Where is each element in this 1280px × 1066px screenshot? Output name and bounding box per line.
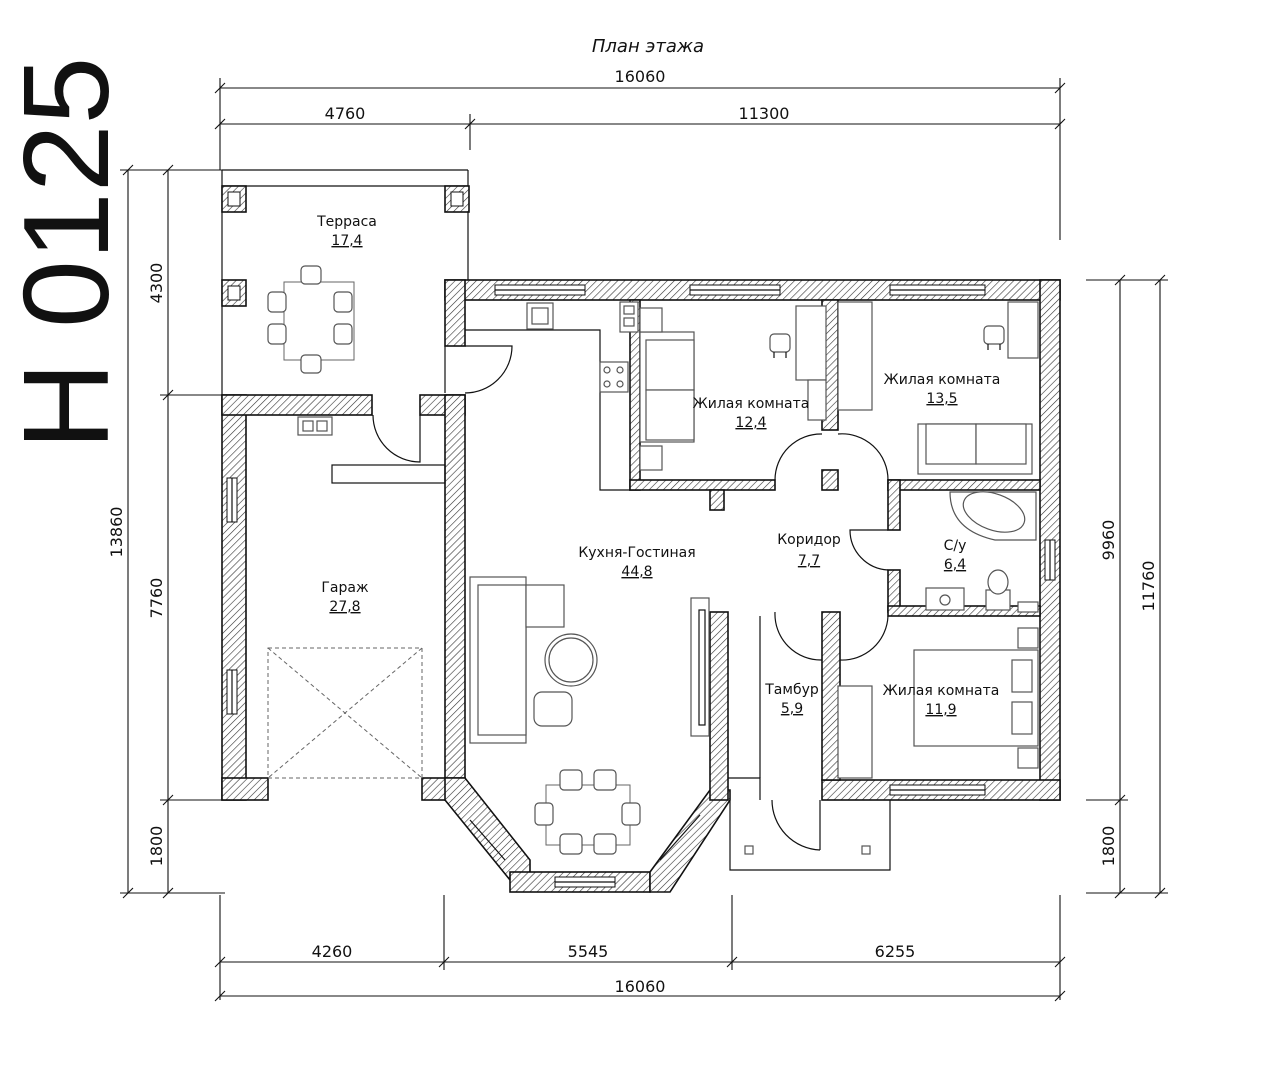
doors	[372, 345, 889, 851]
room-name-corridor: Коридор	[777, 532, 841, 548]
terrace-area	[221, 169, 470, 395]
room-area-living-room-3: 11,9	[925, 702, 956, 718]
room-name-vestibule: Тамбур	[764, 682, 819, 698]
room-area-terrace: 17,4	[331, 233, 362, 249]
room-area-living-room-1: 12,4	[735, 415, 766, 431]
living-room-3-furniture	[837, 627, 1039, 779]
living-room-1-furniture	[639, 305, 827, 471]
garage-details	[267, 416, 446, 779]
room-name-garage: Гараж	[321, 580, 369, 596]
bathroom-fixtures	[925, 491, 1039, 613]
windows	[226, 284, 1056, 888]
dim-top-left: 4760	[325, 104, 366, 123]
room-area-living-room-2: 13,5	[926, 391, 957, 407]
vestibule-details	[728, 616, 891, 871]
dim-bottom-total: 16060	[615, 977, 666, 996]
room-name-kitchen-living: Кухня-Гостиная	[578, 545, 695, 561]
room-name-living-room-3: Жилая комната	[883, 683, 1000, 699]
dim-bottom-left: 4260	[312, 942, 353, 961]
dim-left-middle: 7760	[147, 578, 166, 619]
room-area-kitchen-living: 44,8	[621, 564, 652, 580]
room-name-living-room-1: Жилая комната	[693, 396, 810, 412]
dim-bottom-middle: 5545	[568, 942, 609, 961]
living-room-2-furniture	[837, 301, 1039, 475]
room-name-living-room-2: Жилая комната	[884, 372, 1001, 388]
kitchen-furniture	[465, 301, 710, 855]
plan-title: План этажа	[592, 36, 704, 57]
dim-left-total: 13860	[107, 507, 126, 558]
room-area-bathroom: 6,4	[944, 557, 966, 573]
dim-right-main: 9960	[1099, 520, 1118, 561]
project-code: H 0125	[0, 57, 134, 450]
dim-right-total: 11760	[1139, 561, 1158, 612]
dim-top-total: 16060	[615, 67, 666, 86]
room-area-vestibule: 5,9	[781, 701, 803, 717]
dim-bottom-right: 6255	[875, 942, 916, 961]
dim-top-right: 11300	[739, 104, 790, 123]
room-name-terrace: Терраса	[316, 214, 377, 230]
room-labels: Терраса 17,4 Гараж 27,8 Кухня-Гостиная 4…	[316, 214, 1000, 718]
room-area-corridor: 7,7	[798, 553, 820, 569]
dim-left-top: 4300	[147, 263, 166, 304]
room-area-garage: 27,8	[329, 599, 360, 615]
dimension-labels: 16060 4760 11300 4260 5545 6255 16060 13…	[107, 67, 1158, 996]
dimension-lines	[120, 78, 1168, 1002]
dim-left-bottom: 1800	[147, 826, 166, 867]
dim-right-bottom: 1800	[1099, 826, 1118, 867]
room-name-bathroom: С/у	[944, 538, 967, 554]
